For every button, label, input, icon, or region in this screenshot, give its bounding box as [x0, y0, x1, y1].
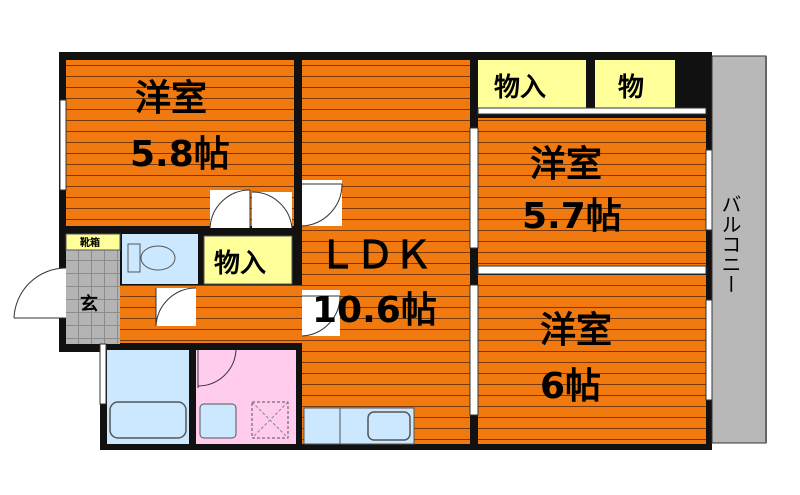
- hallway: [120, 285, 302, 343]
- closet-top-left: [478, 60, 586, 110]
- room-western-se-size: 6帖: [540, 366, 601, 407]
- sliding-door-ldk-ne: [469, 127, 479, 249]
- room-ldk: [302, 60, 470, 444]
- room-western-nw-size: 5.8帖: [130, 134, 230, 175]
- window-entrance: [99, 343, 107, 405]
- window-ne: [705, 149, 713, 231]
- sink-icon: [367, 411, 411, 441]
- room-western-se: [478, 275, 706, 444]
- room-ldk-size: 10.6帖: [312, 290, 437, 331]
- room-western-nw-name: 洋室: [135, 78, 207, 119]
- closet-center: [203, 235, 293, 285]
- closet-top-left-label: 物入: [494, 73, 546, 103]
- shoe-box: [65, 233, 121, 251]
- entrance-label: 玄: [80, 293, 98, 315]
- door-ldk-north: [301, 180, 343, 227]
- toilet-icon: [127, 243, 176, 273]
- closet-center-label: 物入: [214, 249, 266, 279]
- window-nw: [59, 99, 67, 191]
- door-nw-room: [209, 189, 251, 229]
- room-ldk-name: ＬＤＫ: [318, 233, 432, 277]
- room-western-ne: [478, 118, 706, 268]
- shoe-box-label: 靴箱: [80, 236, 100, 249]
- balcony-label: バルコニー: [718, 194, 742, 294]
- door-toilet: [155, 287, 197, 327]
- closet-top-right: [595, 60, 675, 110]
- wash-basin-icon: [199, 403, 237, 439]
- door-closet: [251, 191, 293, 229]
- window-se: [705, 299, 713, 401]
- sliding-door-ne-se: [477, 265, 707, 275]
- entrance-floor: [66, 234, 120, 344]
- door-entrance: [13, 267, 67, 319]
- closet-top-right-label: 物: [618, 73, 644, 103]
- room-western-ne-name: 洋室: [530, 144, 602, 185]
- bathtub-icon: [109, 401, 187, 439]
- room-western-se-name: 洋室: [540, 310, 612, 351]
- sliding-door-ldk-se: [469, 284, 479, 416]
- door-washroom: [197, 349, 238, 388]
- room-western-ne-size: 5.7帖: [522, 196, 622, 237]
- closet-door-top: [477, 107, 707, 115]
- door-ldk-hall: [301, 290, 341, 337]
